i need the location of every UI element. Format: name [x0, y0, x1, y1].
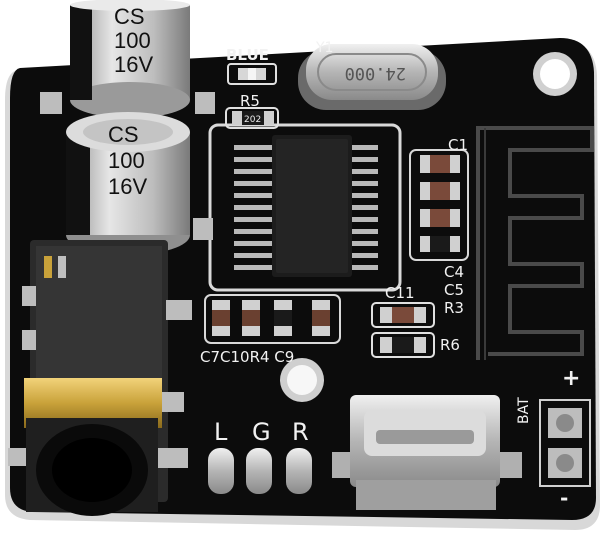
c1-label: C1: [448, 136, 468, 154]
cap1-line2: 100: [114, 28, 151, 53]
bat-minus-label: -: [560, 486, 568, 510]
solder-pad: [40, 92, 62, 114]
main-ic-chip: [234, 135, 378, 277]
cap2-line1: CS: [108, 122, 139, 147]
left-channel-label: L: [214, 418, 228, 446]
cap2-line3: 16V: [108, 174, 147, 199]
resistor-r5: [225, 107, 279, 129]
bat-plus-label: +: [562, 366, 580, 391]
pcb-antenna-trace: [476, 126, 594, 360]
smd-cap-c1: [420, 155, 460, 173]
bat-label: BAT: [516, 397, 532, 424]
c11-label: C11: [385, 284, 415, 302]
smd-c10: [242, 300, 260, 336]
c4-label: C4: [444, 263, 464, 281]
audio-jack-3-5mm: [8, 240, 192, 516]
smd-c7: [212, 300, 230, 336]
crystal-ref: Y1: [315, 40, 333, 56]
cap1-line3: 16V: [114, 52, 153, 77]
battery-plus-pad[interactable]: [548, 408, 582, 438]
pad-right[interactable]: [286, 448, 312, 494]
mounting-hole-center: [280, 358, 324, 402]
ic-silk-outline: [208, 123, 402, 292]
solder-pad: [195, 92, 215, 114]
r5-marking: 202: [244, 115, 261, 125]
smd-resistor-4: [420, 236, 460, 252]
bottom-smd-outline: [204, 294, 341, 344]
c5-label: C5: [444, 281, 464, 299]
blue-led: [227, 63, 277, 85]
smd-c9: [312, 300, 330, 336]
bat-silk-outline: [539, 399, 591, 487]
mounting-hole-top-right: [533, 52, 577, 96]
led-label: BLUE: [226, 46, 269, 64]
solder-pad: [193, 218, 213, 240]
crystal-oscillator: [298, 44, 446, 110]
bottom-refs-label: C7C10R4 C9: [200, 348, 294, 366]
crystal-marking: 24.000: [345, 63, 406, 83]
smd-resistor-r6: [371, 332, 435, 358]
ground-label: G: [252, 418, 271, 446]
r6-label: R6: [440, 336, 460, 354]
smd-cap-2: [420, 182, 460, 200]
cap1-line1: CS: [114, 4, 145, 29]
micro-usb-port: [332, 395, 522, 510]
pad-ground[interactable]: [246, 448, 272, 494]
cap-group-outline: [409, 149, 469, 261]
smd-cap-c11: [371, 302, 435, 328]
pad-left[interactable]: [208, 448, 234, 494]
right-channel-label: R: [292, 418, 309, 446]
electrolytic-capacitor-1: [70, 0, 190, 118]
smd-cap-3: [420, 209, 460, 227]
smd-r4: [274, 300, 292, 336]
r3-label: R3: [444, 299, 464, 317]
r5-label: R5: [240, 92, 260, 110]
battery-minus-pad[interactable]: [548, 448, 582, 478]
electrolytic-capacitor-2: [66, 112, 190, 255]
cap2-line2: 100: [108, 148, 145, 173]
